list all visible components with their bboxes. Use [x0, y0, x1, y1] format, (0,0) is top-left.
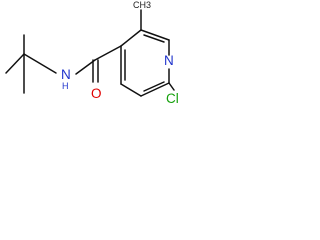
nitrogen-amide-label: N	[61, 67, 71, 82]
bond-tbu-n	[23, 53, 57, 74]
bond-carbonyl-ring	[94, 45, 122, 61]
bond-ring-c2-c3	[140, 82, 170, 97]
nitrogen-ring-label: N	[164, 53, 174, 68]
bond-tbu-methyl-left	[5, 53, 25, 74]
bond-ring-c5-c6	[140, 29, 170, 41]
bond-n-carbonyl	[75, 59, 96, 75]
methyl-label: CH3	[133, 0, 151, 10]
bond-ring-c4-c5	[120, 29, 142, 47]
bond-ring-c5-c6-inner	[143, 34, 165, 43]
bond-layer	[5, 9, 175, 97]
chemical-structure: N H O N Cl CH3	[5, 0, 179, 106]
bond-ring-chlorine	[168, 82, 175, 91]
bond-ring-c2-c3-inner	[143, 81, 165, 92]
hydrogen-amide-label: H	[62, 81, 69, 91]
bond-ring-c3-c4	[120, 83, 142, 97]
chlorine-label: Cl	[166, 91, 179, 106]
atom-labels: N H O N Cl CH3	[61, 0, 179, 106]
oxygen-label: O	[91, 86, 102, 101]
